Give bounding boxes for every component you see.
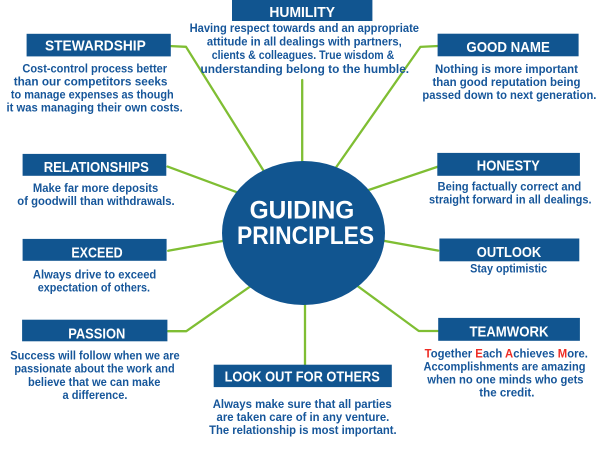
svg-text:believe that we can make: believe that we can make [28,375,161,389]
svg-text:Together Each Achieves More.: Together Each Achieves More. [425,347,588,361]
svg-text:straight forward in all dealin: straight forward in all dealings. [429,193,592,207]
svg-text:GUIDING: GUIDING [250,197,355,225]
svg-text:PASSION: PASSION [68,325,125,342]
svg-text:passionate about the work and: passionate about the work and [14,362,174,376]
svg-text:Being factually correct and: Being factually correct and [438,180,582,194]
svg-text:understanding belong to the hu: understanding belong to the humble. [200,62,409,76]
svg-text:TEAMWORK: TEAMWORK [469,323,548,340]
svg-text:passed down to next generation: passed down to next generation. [422,88,596,102]
svg-text:the credit.: the credit. [479,386,534,400]
svg-text:Cost-control process better: Cost-control process better [22,62,167,76]
svg-text:The relationship is most impor: The relationship is most important. [209,423,397,437]
svg-text:Stay optimistic: Stay optimistic [470,262,547,276]
svg-text:HUMILITY: HUMILITY [269,4,335,21]
svg-text:Accomplishments are amazing: Accomplishments are amazing [424,360,586,374]
svg-text:expectation of others.: expectation of others. [38,281,150,295]
svg-text:Always make sure that all part: Always make sure that all parties [213,397,392,411]
svg-text:PRINCIPLES: PRINCIPLES [237,222,374,250]
svg-text:than good reputation being: than good reputation being [432,75,580,89]
svg-text:LOOK OUT FOR OTHERS: LOOK OUT FOR OTHERS [225,369,380,386]
svg-text:GOOD NAME: GOOD NAME [466,39,550,56]
svg-text:attitude in all dealings with: attitude in all dealings with partners, [207,35,402,49]
svg-text:to manage expenses as though: to manage expenses as though [11,88,174,102]
svg-text:of goodwill than withdrawals.: of goodwill than withdrawals. [17,194,174,208]
svg-text:Having respect towards and an: Having respect towards and an appropriat… [190,21,420,35]
svg-text:Success will follow when we ar: Success will follow when we are [10,349,180,363]
svg-text:HONESTY: HONESTY [477,157,540,174]
svg-text:Make far more deposits: Make far more deposits [33,181,159,195]
svg-text:than our competitors seeks: than our competitors seeks [14,75,168,89]
svg-text:OUTLOOK: OUTLOOK [477,244,542,261]
svg-text:Always drive to exceed: Always drive to exceed [33,268,156,282]
svg-text:STEWARDSHIP: STEWARDSHIP [45,38,146,55]
svg-text:it was managing their own cost: it was managing their own costs. [7,101,183,115]
svg-text:RELATIONSHIPS: RELATIONSHIPS [44,159,149,176]
svg-text:a difference.: a difference. [63,388,128,402]
svg-text:clients & colleagues. True wis: clients & colleagues. True wisdom & [212,48,395,62]
svg-text:EXCEED: EXCEED [71,244,122,261]
svg-text:when no one minds who gets: when no one minds who gets [426,373,584,387]
svg-text:Nothing is more important: Nothing is more important [435,62,578,76]
svg-text:are taken care of in any ventu: are taken care of in any venture. [217,410,390,424]
